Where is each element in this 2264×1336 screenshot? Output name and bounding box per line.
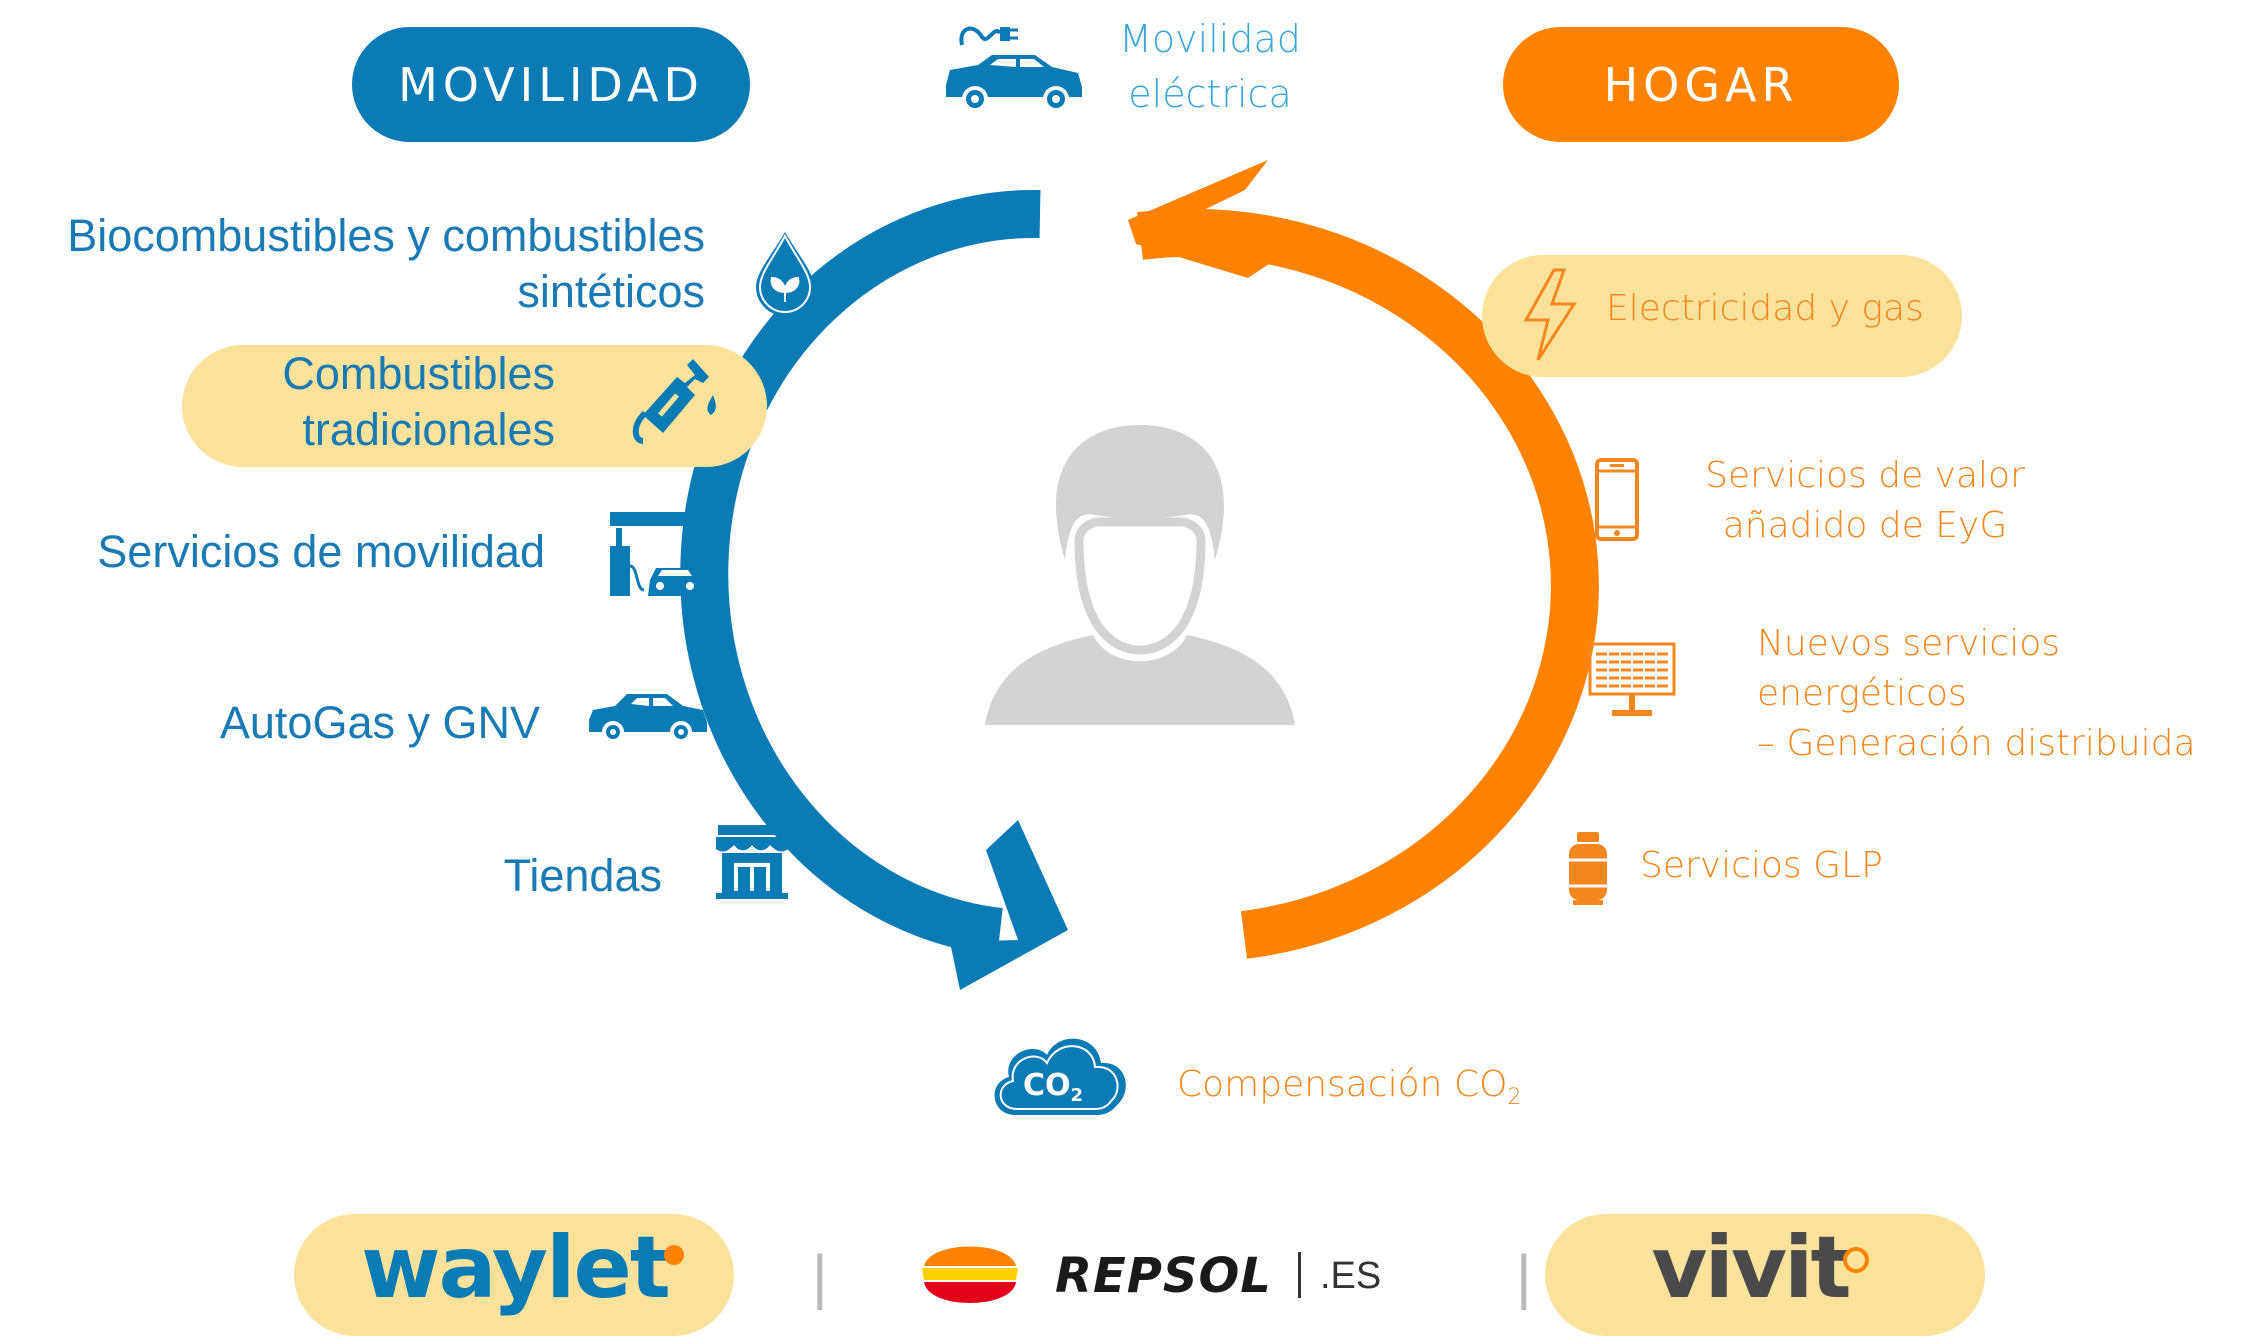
electricidad-label: Electricidad y gas <box>1606 288 1924 329</box>
repsol-es: .ES <box>1320 1255 1382 1297</box>
combustibles-line1: Combustibles <box>282 348 555 399</box>
combustibles-line2: tradicionales <box>302 404 555 455</box>
solar-panel-icon <box>1588 642 1676 716</box>
movilidad-header-label: MOVILIDAD <box>398 57 704 112</box>
co2-cloud-icon: CO2 <box>994 1038 1126 1115</box>
repsol-wordmark: REPSOL <box>1055 1248 1272 1304</box>
movilidad-electrica-line2: eléctrica <box>1128 72 1292 116</box>
vivit-badge[interactable] <box>1545 1214 1985 1336</box>
smartphone-icon <box>1595 458 1639 541</box>
movilidad-electrica-line1: Movilidad <box>1119 17 1301 61</box>
nuevos-servicios-line2: – Generación distribuida <box>1757 723 2196 764</box>
nuevos-servicios-line1: Nuevos servicios energéticos <box>1757 623 2061 714</box>
nuevos-servicios-label: Nuevos servicios energéticos – Generació… <box>1757 619 2257 769</box>
person-icon <box>985 425 1295 725</box>
water-drop-leaf-icon <box>756 232 814 316</box>
separator-left: | <box>812 1243 828 1310</box>
compensacion-text: Compensación CO <box>1177 1064 1508 1105</box>
repsol-logo-icon <box>922 1246 1018 1303</box>
waylet-logo: waylet <box>361 1218 671 1318</box>
biocombustibles-line1: Biocombustibles y combustibles <box>67 210 705 261</box>
hogar-header: HOGAR <box>1503 27 1899 142</box>
hogar-header-label: HOGAR <box>1603 57 1799 112</box>
fuel-nozzle-icon <box>632 359 716 444</box>
co2-icon-label: CO <box>1023 1068 1071 1103</box>
lightning-icon <box>1523 268 1577 361</box>
servicios-valor-line2: añadido de EyG <box>1722 505 2008 546</box>
co2-icon-text: CO2 <box>1023 1068 1083 1106</box>
ev-car-icon <box>946 26 1082 112</box>
orange-arc <box>1137 208 1599 959</box>
repsol-divider <box>1298 1252 1301 1298</box>
gas-station-icon <box>610 512 708 596</box>
servicios-glp-label: Servicios GLP <box>1640 845 1883 886</box>
servicios-valor-line1: Servicios de valor <box>1705 455 2025 496</box>
autogas-label: AutoGas y GNV <box>219 697 540 748</box>
biocombustibles-line2: sintéticos <box>517 266 705 317</box>
separator-right: | <box>1516 1243 1532 1310</box>
vivit-dot <box>1843 1247 1869 1273</box>
servicios-valor-label: Servicios de valor añadido de EyG <box>1700 451 2030 551</box>
movilidad-electrica-label: Movilidad eléctrica <box>1115 12 1305 122</box>
biocombustibles-label: Biocombustibles y combustibles sintético… <box>20 208 705 320</box>
blue-arrowhead <box>950 820 1068 990</box>
blue-arc <box>680 189 1041 956</box>
co2-icon-sub: 2 <box>1071 1085 1084 1106</box>
tiendas-label: Tiendas <box>503 850 662 901</box>
car-icon <box>589 694 707 743</box>
store-icon <box>716 825 788 899</box>
combustibles-label: Combustibles tradicionales <box>180 346 555 458</box>
vivit-logo: vivit <box>1651 1218 1851 1318</box>
waylet-badge[interactable] <box>294 1214 734 1336</box>
compensacion-sub: 2 <box>1507 1085 1522 1111</box>
movilidad-header: MOVILIDAD <box>352 27 750 142</box>
waylet-dot <box>664 1245 684 1265</box>
servicios-movilidad-label: Servicios de movilidad <box>97 526 545 577</box>
gas-cylinder-icon <box>1569 832 1607 905</box>
compensacion-label: Compensación CO2 <box>1177 1060 1537 1123</box>
orange-arrowhead <box>1128 160 1272 278</box>
